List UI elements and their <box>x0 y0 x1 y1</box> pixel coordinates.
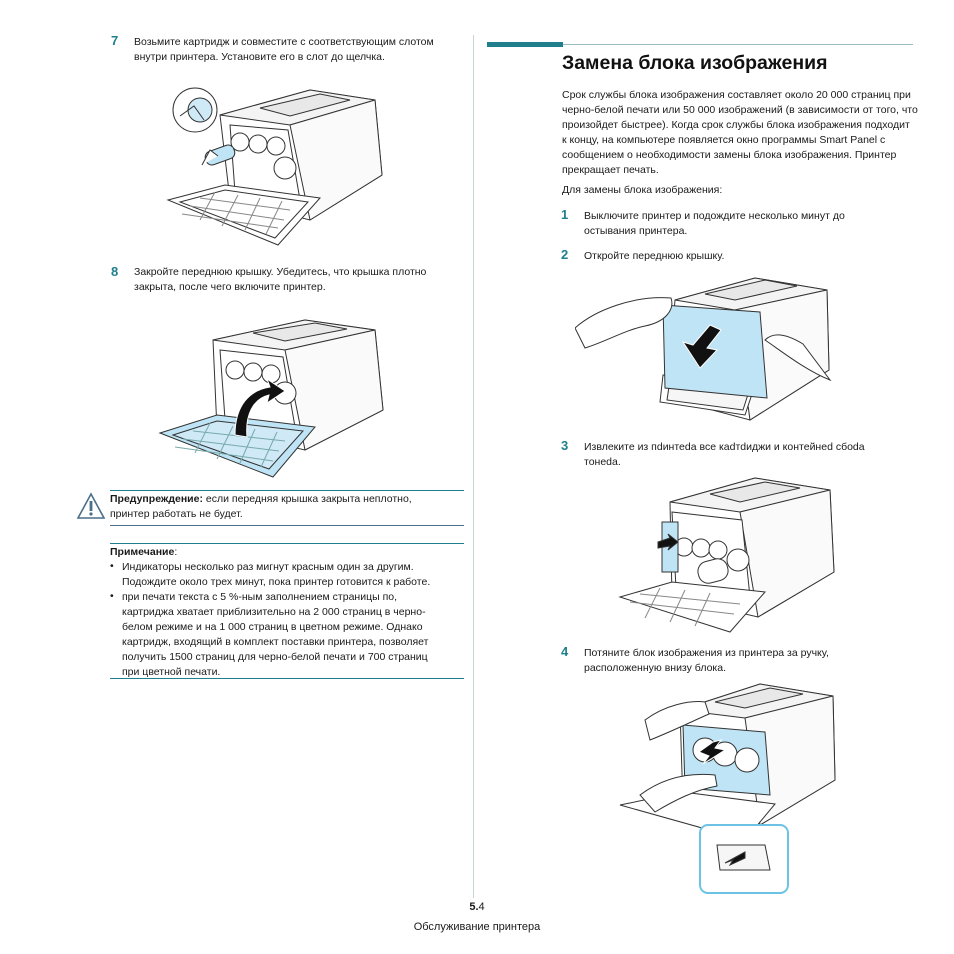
step-7-text: Возьмите картридж и совместите с соответ… <box>134 36 434 63</box>
step-3-number: 3 <box>561 438 569 453</box>
note-bullet-2: при печати текста с 5 %-ным заполнением … <box>122 591 429 678</box>
step-4-text: Потяните блок изображения из принтера за… <box>584 647 829 674</box>
note-top-rule <box>110 543 464 544</box>
warning-triangle-icon <box>76 492 106 519</box>
note-bullet-1: Индикаторы несколько раз мигнут красным … <box>122 561 431 588</box>
step-7-number: 7 <box>111 33 119 48</box>
intro-paragraph: Срок службы блока изображения составляет… <box>562 89 918 176</box>
step-2-text: Откройте переднюю крышку. <box>584 250 725 262</box>
step-2-number: 2 <box>561 247 569 262</box>
heading-accent-bar <box>487 42 563 47</box>
step-8-number: 8 <box>111 264 119 279</box>
footer-section: Обслуживание принтера <box>413 921 541 933</box>
figure-insert-cartridge <box>166 87 383 246</box>
heading-rule <box>487 44 913 45</box>
warning-label: Предупреждение: <box>110 493 203 505</box>
lead-text: Для замены блока изображения: <box>562 184 723 196</box>
note-bullet-1-marker: • <box>110 560 114 572</box>
step-4-number: 4 <box>561 644 569 659</box>
note-heading: Примечание: <box>110 546 178 558</box>
warning-top-rule <box>110 490 464 491</box>
figure-close-cover <box>158 319 384 478</box>
figure-remove-cartridges <box>618 477 835 633</box>
figure-open-cover <box>575 277 832 421</box>
note-bullet-2-marker: • <box>110 590 114 602</box>
figure-pull-imaging-unit <box>619 683 836 894</box>
section-title: Замена блока изображения <box>562 52 828 74</box>
step-3-text: Извлеките из пdинтеdа все каdтdиджи и ко… <box>584 441 865 468</box>
note-bottom-rule <box>110 678 464 679</box>
page-number: 5.4 <box>469 901 485 913</box>
step-8-text: Закройте переднюю крышку. Убедитесь, что… <box>134 266 427 293</box>
column-divider <box>473 35 474 898</box>
warning-text: Предупреждение: если передняя крышка зак… <box>110 493 412 520</box>
step-1-number: 1 <box>561 207 569 222</box>
step-1-text: Выключите принтер и подождите несколько … <box>584 210 845 237</box>
warning-bottom-rule <box>110 525 464 526</box>
